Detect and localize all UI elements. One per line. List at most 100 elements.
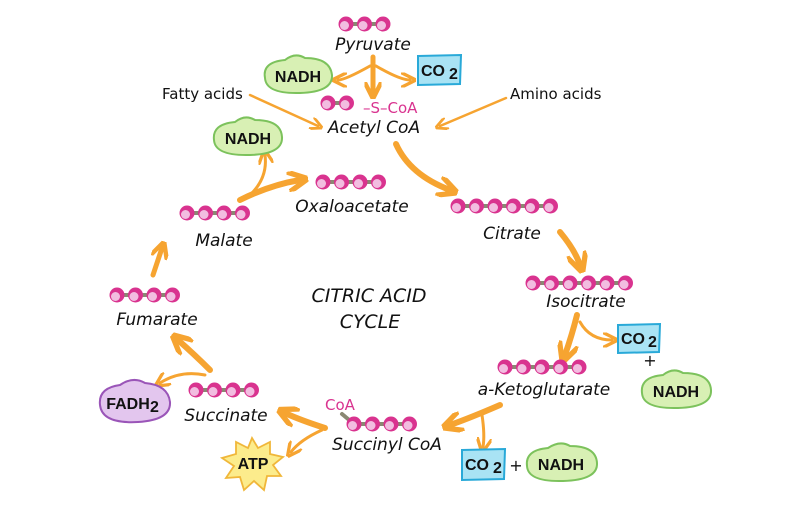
arrow-isocitrate-to-co2 [578,320,612,340]
co2-box-pyruvate: CO 2 [417,53,463,87]
carbon-atom-highlight [554,364,564,373]
label-succinate: Succinate [184,406,267,426]
plus-sign: + [509,456,522,475]
carbon-atom-highlight [317,179,326,188]
arrows [150,54,612,452]
co2-subscript: 2 [449,66,458,83]
carbon-chain-citrate [450,198,558,214]
arrow-ketoglutarate-to-co2 [482,413,484,447]
arrow-malate-to-nadh [248,155,265,197]
carbon-atom-highlight [536,364,545,373]
carbon-atom-highlight [527,280,536,289]
svg-text:CO: CO [421,63,445,80]
arrow-pyruvate-to-nadh [338,64,372,80]
label-isocitrate: Isocitrate [546,292,626,312]
nadh-badge-malate: NADH [212,116,284,157]
carbon-atom-highlight [544,203,554,212]
carbon-atom-highlight [199,210,209,219]
label-acetylcoa-scoa: –S–CoA [363,99,418,117]
arrow-succinylcoa-to-atp [291,428,324,452]
nadh-badge-pyruvate: NADH [263,54,334,95]
diagram-title-line1: CITRIC ACID [311,285,426,307]
carbon-chain-succinyl-coa [340,412,417,432]
nadh-badge-isocitrate: NADH [640,369,713,410]
arrow-succinate-to-fadh [160,374,207,383]
carbon-atom-highlight [499,364,508,373]
carbon-atom-highlight [148,292,157,301]
nadh-label: NADH [538,457,584,474]
label-succinylcoa: Succinyl CoA [332,435,442,455]
nadh-label: NADH [225,131,271,148]
carbon-atom-highlight [385,421,394,430]
carbon-atom-highlight [526,203,535,212]
carbon-atom-highlight [507,203,517,212]
arrow-isocitrate-to-ketoglutarate [565,312,580,355]
carbon-atom-highlight [403,421,413,430]
label-acetylcoa: Acetyl CoA [327,118,420,138]
nadh-label: NADH [275,69,321,86]
co2-subscript: 2 [648,334,657,351]
label-succinylcoa-coa: CoA [325,396,356,414]
carbon-atom-highlight [470,203,480,212]
carbon-atom-highlight [619,280,629,289]
carbon-atom-highlight [236,210,246,219]
co2-box-isocitrate: CO 2 [617,322,662,355]
carbon-atom-highlight [573,364,582,373]
carbon-atom-highlight [358,21,368,30]
arrow-pyruvate-to-co2 [374,64,410,80]
carbon-chain-pyruvate [338,16,391,32]
carbon-atom-highlight [545,280,555,289]
fadh-label: FADH [106,396,150,413]
carbon-atom-highlight [111,292,120,301]
arrow-succinate-to-fumarate [178,340,213,373]
carbon-atom-highlight [190,387,199,396]
nadh-label: NADH [653,384,699,401]
carbon-atom-highlight [489,203,498,212]
fadh2-badge: FADH 2 [98,379,172,424]
carbon-chain-fumarate [109,287,180,303]
carbon-chain-oxaloacetate [315,174,386,190]
carbon-atom-highlight [181,210,190,219]
label-fatty-acids: Fatty acids [162,85,243,103]
carbon-chain-succinate [188,382,259,398]
carbon-atom-highlight [340,100,350,109]
label-oxaloacetate: Oxaloacetate [295,197,408,217]
plus-sign: + [643,351,656,370]
diagram-title-line2: CYCLE [340,311,400,333]
fadh-subscript: 2 [150,399,159,416]
carbon-atom-highlight [601,280,610,289]
carbon-atom-highlight [564,280,573,289]
carbon-atom-highlight [129,292,139,301]
carbon-atom-highlight [452,203,461,212]
label-fumarate: Fumarate [116,310,197,330]
carbon-atom-highlight [377,21,386,30]
co2-label: CO [465,457,489,474]
label-amino-acids: Amino acids [510,85,602,103]
arrow-fumarate-to-malate [150,248,162,278]
carbon-atom-highlight [335,179,345,188]
carbon-atom-highlight [582,280,592,289]
carbon-atom-highlight [517,364,527,373]
carbon-atom-highlight [227,387,236,396]
arrow-amino-acids [440,96,508,126]
label-malate: Malate [195,231,252,251]
arrow-fatty-acids [248,93,318,126]
atp-label: ATP [238,456,269,473]
carbon-atom-highlight [322,100,331,109]
carbon-atom-highlight [366,421,376,430]
carbon-atom-highlight [354,179,363,188]
arrow-malate-to-oxaloacetate [237,180,300,203]
co2-label: CO [621,331,645,348]
co2-box-ketoglutarate: CO 2 [461,447,507,482]
carbon-chain-acetyl-coa [320,95,354,111]
carbon-atom-highlight [348,421,357,430]
molecule-chains [109,16,633,432]
carbon-chain-a-ketoglutarate [497,359,587,375]
arrow-citrate-to-isocitrate [557,229,580,265]
nadh-badge-ketoglutarate: NADH [525,442,599,483]
carbon-atom-highlight [372,179,382,188]
carbon-chain-malate [179,205,250,221]
arrow-acetylcoa-to-citrate [393,141,450,190]
atp-starburst: ATP [219,435,286,492]
